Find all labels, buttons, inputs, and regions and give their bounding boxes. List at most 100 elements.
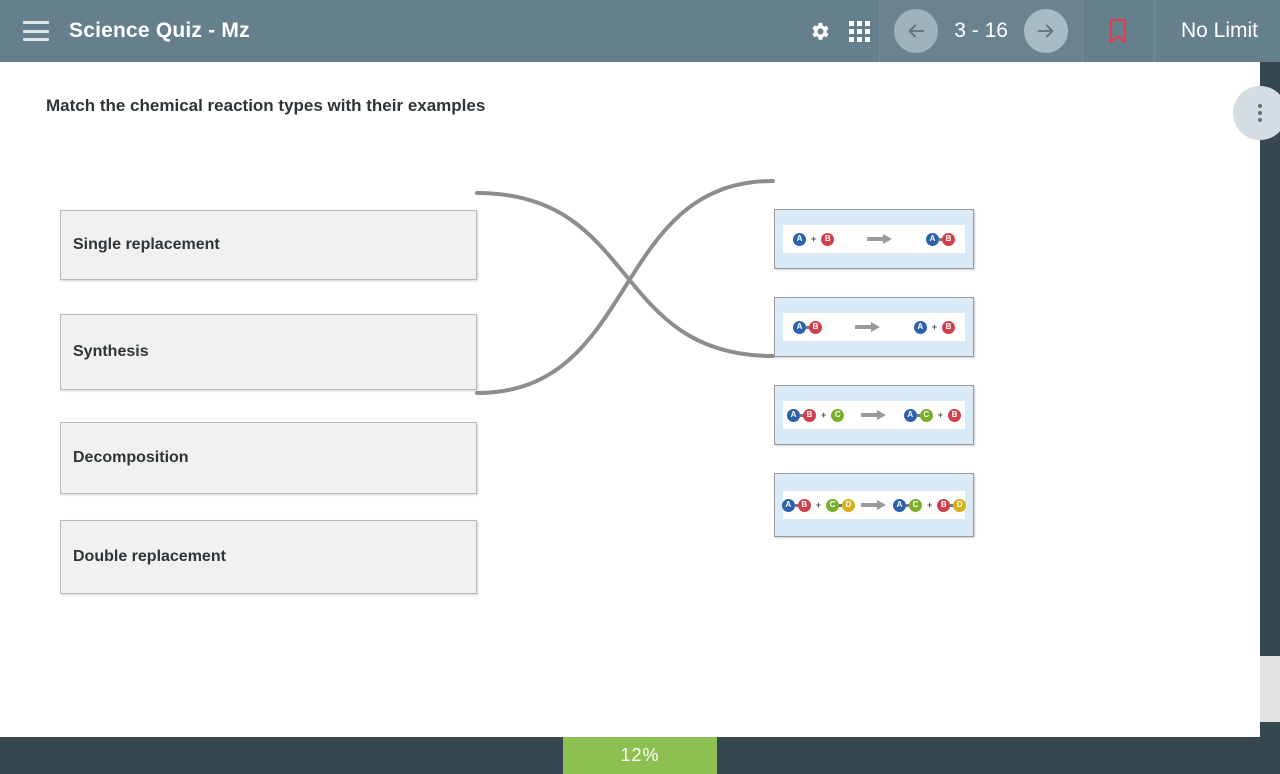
atom-b: B — [821, 232, 835, 246]
atom-a: A — [903, 408, 917, 422]
reaction-arrow-wrap — [861, 233, 899, 245]
match-term-label: Decomposition — [73, 449, 189, 466]
atom-b: B — [942, 232, 956, 246]
atom-a: A — [793, 232, 806, 246]
match-term-label: Synthesis — [73, 343, 149, 360]
atom-d: D — [842, 498, 855, 512]
reaction-arrow-wrap — [855, 499, 893, 511]
atom-a: A — [787, 408, 800, 422]
atom-b: B — [803, 408, 816, 422]
more-vertical-icon — [1258, 104, 1262, 122]
bond-line — [839, 503, 842, 507]
atom-d: D — [953, 498, 967, 512]
match-connector[interactable] — [475, 191, 775, 358]
match-term-box[interactable]: Synthesis — [60, 314, 477, 390]
bookmark-button[interactable] — [1083, 0, 1155, 62]
page-navigation: 3 - 16 — [879, 0, 1083, 62]
atom-b: B — [942, 320, 956, 334]
right-rail — [1260, 62, 1280, 737]
atom-c: C — [909, 498, 922, 512]
reaction-arrow-wrap — [849, 321, 887, 333]
hamburger-menu-icon[interactable] — [23, 21, 49, 41]
bond-line — [906, 503, 909, 507]
bookmark-icon — [1110, 19, 1127, 43]
plus-symbol: + — [931, 322, 938, 332]
atom-a: A — [781, 498, 795, 512]
products: A + B — [913, 320, 965, 334]
match-connector-lines — [475, 179, 775, 395]
apps-grid-button[interactable] — [839, 0, 879, 62]
atom-c: C — [826, 498, 839, 512]
gear-icon — [812, 22, 829, 40]
bond-line — [950, 503, 954, 507]
previous-page-button[interactable] — [894, 9, 939, 53]
app-header: Science Quiz - Mz 3 - 16 — [0, 0, 1280, 62]
atom-b: B — [948, 408, 961, 422]
match-term-box[interactable]: Double replacement — [60, 520, 477, 594]
atom-c: C — [831, 408, 845, 422]
match-term-box[interactable]: Single replacement — [60, 210, 477, 280]
atom-b: B — [797, 498, 811, 512]
match-term-box[interactable]: Decomposition — [60, 422, 477, 494]
more-options-button[interactable] — [1233, 86, 1280, 140]
arrow-right-icon — [861, 410, 886, 420]
next-page-button[interactable] — [1023, 9, 1068, 53]
question-prompt: Match the chemical reaction types with t… — [46, 96, 486, 115]
atom-b: B — [937, 498, 951, 512]
reaction-arrow-wrap — [855, 409, 893, 421]
match-term-label: Single replacement — [73, 236, 220, 253]
atom-a: A — [913, 320, 927, 334]
scrollbar-thumb[interactable] — [1260, 656, 1280, 722]
progress-label: 12% — [620, 745, 660, 765]
bond-line — [916, 413, 920, 417]
bond-line — [800, 413, 803, 417]
header-icon-group — [799, 0, 879, 62]
molecule: B — [942, 320, 956, 334]
plus-symbol: + — [937, 410, 943, 420]
match-term-label: Double replacement — [73, 548, 226, 565]
arrow-left-icon — [908, 24, 925, 38]
atom-a: A — [893, 498, 906, 512]
settings-button[interactable] — [799, 0, 839, 62]
atom-c: C — [919, 408, 933, 422]
atom-b: B — [809, 320, 822, 334]
time-limit-label: No Limit — [1180, 19, 1258, 42]
molecule: B — [821, 232, 835, 246]
arrow-right-icon — [854, 322, 880, 332]
bond-line — [939, 237, 943, 241]
bond-line — [806, 325, 809, 329]
scrollbar-track[interactable] — [1260, 62, 1280, 737]
arrow-right-icon — [867, 234, 893, 244]
progress-bar-container: 12% — [0, 737, 1280, 774]
atom-a: A — [926, 232, 940, 246]
bond-line — [794, 503, 798, 507]
match-connector[interactable] — [475, 179, 775, 395]
reactants: A+B — [783, 232, 835, 246]
progress-fill: 12% — [563, 737, 717, 774]
molecule: C — [831, 408, 845, 422]
